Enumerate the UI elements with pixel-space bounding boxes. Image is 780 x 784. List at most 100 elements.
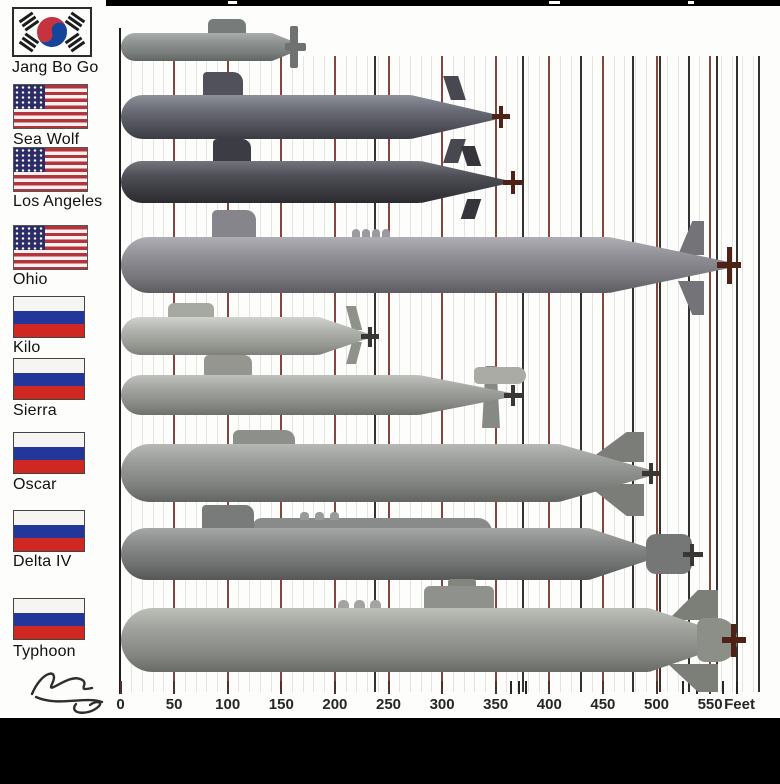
row-label-oscar: Oscar bbox=[13, 476, 57, 493]
propeller-cross-icon bbox=[492, 114, 510, 119]
gridline-length-marker bbox=[658, 56, 661, 692]
gridline-length-marker bbox=[735, 56, 738, 692]
axis-tick-label: 50 bbox=[165, 696, 183, 713]
gridline-minor bbox=[731, 56, 733, 692]
gridline-major bbox=[387, 56, 390, 692]
gridline-minor bbox=[184, 56, 186, 692]
tail-fin bbox=[345, 306, 363, 330]
tail-fin bbox=[678, 221, 704, 255]
axis-tick bbox=[548, 681, 551, 694]
trigram-icon bbox=[18, 32, 40, 53]
artist-signature bbox=[30, 672, 104, 714]
gridline-minor bbox=[613, 56, 615, 692]
tail-fin bbox=[443, 76, 466, 100]
axis-extra-tick bbox=[721, 681, 724, 694]
gridline-length-marker bbox=[758, 56, 761, 692]
submarine-sail bbox=[202, 505, 254, 532]
gridline-minor bbox=[259, 56, 261, 692]
row-label-delta-iv: Delta IV bbox=[13, 553, 72, 570]
submarine-sail bbox=[168, 303, 214, 319]
gridline-minor bbox=[752, 56, 754, 692]
propeller-cross-icon bbox=[504, 393, 523, 398]
flag-russia bbox=[13, 598, 85, 640]
gridline-minor bbox=[452, 56, 454, 692]
row-label-sea-wolf: Sea Wolf bbox=[13, 131, 80, 148]
axis-tick bbox=[441, 681, 444, 694]
deck-fitting bbox=[354, 600, 365, 610]
axis-tick bbox=[494, 681, 497, 694]
gridline-minor bbox=[624, 56, 626, 692]
flag-south-korea bbox=[12, 7, 92, 57]
tail-fin bbox=[678, 281, 704, 315]
tail-plane bbox=[285, 43, 306, 51]
axis-tick bbox=[601, 681, 604, 694]
row-label-sierra: Sierra bbox=[13, 402, 57, 419]
gridline-minor bbox=[667, 56, 669, 692]
axis-tick-label: 150 bbox=[268, 696, 294, 713]
gridline-minor bbox=[399, 56, 401, 692]
submarine-sail bbox=[203, 72, 243, 98]
trigram-icon bbox=[64, 11, 86, 32]
axis-tick bbox=[119, 681, 122, 694]
axis-extra-tick bbox=[518, 681, 521, 694]
gridline-major bbox=[173, 56, 176, 692]
gridline-minor bbox=[463, 56, 465, 692]
flag-russia bbox=[13, 510, 85, 552]
y-axis-line bbox=[119, 28, 121, 694]
submarine-hull bbox=[121, 317, 321, 355]
submarine-sail bbox=[233, 430, 295, 447]
gridline-minor bbox=[356, 56, 358, 692]
gridline-minor bbox=[431, 56, 433, 692]
row-label-los-angeles: Los Angeles bbox=[13, 193, 103, 210]
propeller-cross-icon bbox=[503, 180, 523, 185]
flag-usa bbox=[13, 84, 88, 129]
axis-tick bbox=[226, 681, 229, 694]
taegeuk-icon bbox=[33, 13, 71, 51]
propeller-cross-icon bbox=[642, 471, 660, 476]
gridline-length-marker bbox=[631, 56, 634, 692]
sail-mast-housing bbox=[448, 579, 476, 588]
gridline-minor bbox=[677, 56, 679, 692]
gridline-minor bbox=[570, 56, 572, 692]
gridline-minor bbox=[367, 56, 369, 692]
gridline-minor bbox=[163, 56, 165, 692]
propeller-cross-icon bbox=[717, 262, 741, 268]
gridline-minor bbox=[420, 56, 422, 692]
deck-fitting bbox=[370, 600, 381, 610]
flag-canton bbox=[14, 148, 45, 172]
propeller-cross-icon bbox=[722, 637, 746, 643]
flag-usa bbox=[13, 147, 88, 192]
gridline-length-marker bbox=[715, 56, 718, 692]
deck-fitting bbox=[330, 512, 339, 520]
axis-tick-label: 350 bbox=[483, 696, 509, 713]
gridline-minor bbox=[560, 56, 562, 692]
submarine-hull bbox=[121, 375, 421, 415]
axis-tick-label: 250 bbox=[375, 696, 402, 713]
axis-tick bbox=[387, 681, 390, 694]
axis-tick-label: 550 bbox=[697, 696, 723, 713]
deck-fitting bbox=[338, 600, 349, 610]
axis-unit-label: Feet bbox=[724, 696, 755, 713]
deck-fitting bbox=[315, 512, 324, 520]
axis-tick-label: 300 bbox=[429, 696, 455, 713]
gridline-length-marker bbox=[687, 56, 690, 692]
submarine-sail bbox=[208, 19, 246, 36]
missile-hatch bbox=[352, 229, 360, 238]
gridline-minor bbox=[699, 56, 701, 692]
submarine-hull bbox=[121, 444, 561, 502]
gridline-major bbox=[601, 56, 604, 692]
gridline-minor bbox=[742, 56, 744, 692]
gridline-minor bbox=[313, 56, 315, 692]
submarine-hull bbox=[121, 95, 413, 139]
tail-fin bbox=[668, 590, 718, 620]
axis-tick-label: 0 bbox=[116, 696, 125, 713]
flag-usa bbox=[13, 225, 88, 270]
flag-russia bbox=[13, 296, 85, 338]
axis-tick-label: 450 bbox=[590, 696, 616, 713]
axis-tick bbox=[333, 681, 336, 694]
gridline-minor bbox=[527, 56, 529, 692]
submarine-sail bbox=[204, 355, 252, 377]
towed-array-pod bbox=[474, 367, 526, 384]
axis-tick-label: 400 bbox=[536, 696, 562, 713]
